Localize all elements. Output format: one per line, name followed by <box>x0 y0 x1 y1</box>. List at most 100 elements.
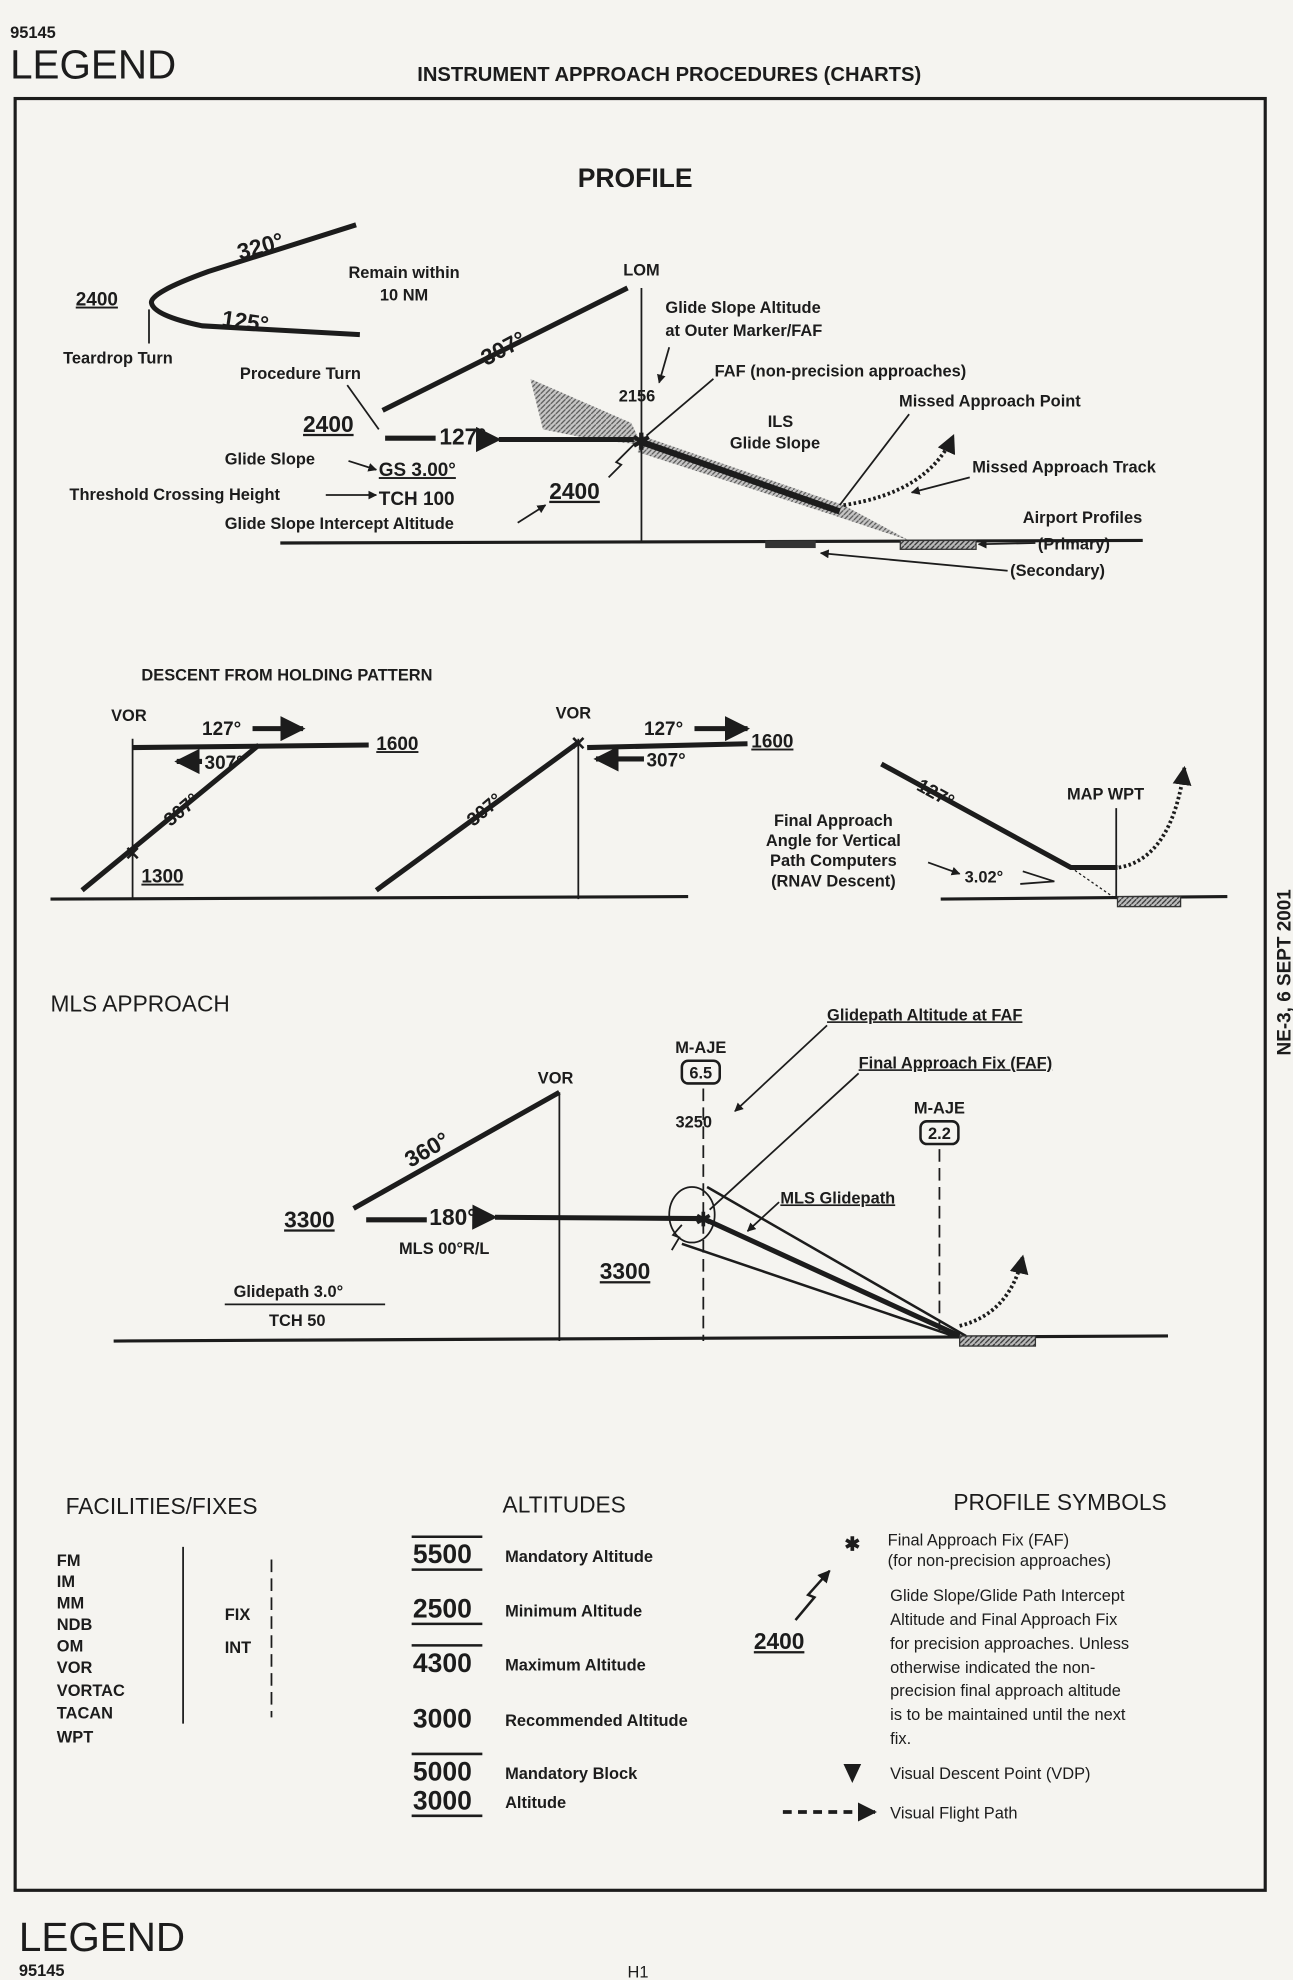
descent-angle: 3.02° <box>965 869 1004 887</box>
block-upper-value: 5000 <box>413 1756 472 1786</box>
primary-label: (Primary) <box>1038 535 1110 553</box>
facilities-fixes: FACILITIES/FIXES FM IM MM NDB OM VOR VOR… <box>57 1493 273 1747</box>
fix-altitude: 1300 <box>141 867 183 888</box>
vor-label: VOR <box>556 705 592 723</box>
facility-item: IM <box>57 1573 75 1591</box>
doc-number: 95145 <box>10 24 56 42</box>
remain-within-label: Remain within <box>348 264 459 282</box>
rnav-course: 127° <box>913 775 957 812</box>
mls-approach: VOR 360° 3300 180° MLS 00°R/L Glidepath … <box>113 1006 1169 1347</box>
gs-alt-label-2: at Outer Marker/FAF <box>665 322 822 340</box>
legend-title: LEGEND <box>10 41 176 87</box>
faf-asterisk-icon: ✱ <box>632 429 651 455</box>
gsia-label: Glide Slope Intercept Altitude <box>225 515 454 533</box>
procedure-turn: 307° LOM Procedure Turn 2400 127° 2156 ✱… <box>69 261 1156 580</box>
vor-label: VOR <box>538 1069 574 1087</box>
fix-label: FIX <box>225 1606 251 1624</box>
glidepath-angle: Glidepath 3.0° <box>234 1283 344 1301</box>
rnav-label-3: Path Computers <box>770 852 897 870</box>
maje-value-1: 6.5 <box>689 1064 712 1082</box>
intercept-desc-line: Altitude and Final Approach Fix <box>890 1611 1118 1629</box>
facilities-heading: FACILITIES/FIXES <box>66 1493 258 1519</box>
gs-alt-label-1: Glide Slope Altitude <box>665 299 820 317</box>
facility-item: VOR <box>57 1659 93 1677</box>
glidepath-altitude-faf-label: Glidepath Altitude at FAF <box>827 1006 1022 1024</box>
intercept-lightning-icon <box>607 443 635 478</box>
maximum-altitude-value: 4300 <box>413 1648 472 1678</box>
altitudes: ALTITUDES 5500 Mandatory Altitude 2500 M… <box>411 1492 688 1818</box>
intercept-desc-line: otherwise indicated the non- <box>890 1659 1095 1677</box>
legend-frame <box>13 96 1267 1892</box>
gs-altitude-value: 2156 <box>619 388 656 406</box>
mls-intercept-altitude: 3300 <box>600 1258 651 1284</box>
maje-value-2: 2.2 <box>928 1125 951 1143</box>
block-lower-value: 3000 <box>413 1785 472 1815</box>
vdp-label: Visual Descent Point (VDP) <box>890 1765 1090 1783</box>
vfp-label: Visual Flight Path <box>890 1804 1017 1822</box>
inbound-course: 307° <box>646 751 685 772</box>
facility-item: MM <box>57 1595 84 1613</box>
rnav-label-4: (RNAV Descent) <box>771 872 896 890</box>
pt-altitude: 2400 <box>303 411 354 437</box>
holding-middle: VOR ✕ 127° 1600 307° 307° <box>374 705 793 900</box>
gs-value: GS 3.00° <box>379 460 456 481</box>
intercept-desc-line: is to be maintained until the next <box>890 1706 1126 1724</box>
vor-label: VOR <box>111 707 147 725</box>
facility-item: VORTAC <box>57 1682 125 1700</box>
mls-glidepath-label: MLS Glidepath <box>780 1189 895 1207</box>
tch-value: TCH 100 <box>379 489 455 510</box>
facility-item: WPT <box>57 1729 93 1747</box>
gsia-value: 2400 <box>549 478 600 504</box>
side-note: NE-3, 6 SEPT 2001 <box>1274 889 1293 1055</box>
page-number: H1 <box>628 1963 649 1980</box>
faf-asterisk-icon: ✱ <box>844 1535 860 1556</box>
holding-altitude: 1600 <box>376 734 418 755</box>
holding-heading: DESCENT FROM HOLDING PATTERN <box>141 667 432 685</box>
minimum-altitude-value: 2500 <box>413 1594 472 1624</box>
holding-altitude: 1600 <box>751 732 793 753</box>
profile-heading: PROFILE <box>578 163 693 193</box>
intercept-desc-line: Glide Slope/Glide Path Intercept <box>890 1587 1125 1605</box>
block-label: Mandatory Block <box>505 1765 638 1783</box>
page-title: INSTRUMENT APPROACH PROCEDURES (CHARTS) <box>417 64 921 86</box>
facility-item: NDB <box>57 1616 93 1634</box>
recommended-altitude-label: Recommended Altitude <box>505 1712 688 1730</box>
ils-label: ILS <box>768 413 794 431</box>
map-wpt-label: MAP WPT <box>1067 785 1144 803</box>
profile-symbols-heading: PROFILE SYMBOLS <box>953 1489 1166 1515</box>
intercept-altitude-sample: 2400 <box>754 1628 805 1654</box>
outbound-course: 127° <box>202 719 241 740</box>
mls-faf-altitude: 3250 <box>676 1114 713 1132</box>
facility-item: FM <box>57 1552 81 1570</box>
mls-altitude: 3300 <box>284 1206 335 1232</box>
pt-outbound-course: 307° <box>476 326 530 371</box>
tch-label: Threshold Crossing Height <box>69 486 280 504</box>
maje-label-2: M-AJE <box>914 1100 965 1118</box>
holding-left: VOR 1600 127° 307° 307° ✕ 1300 <box>80 707 418 900</box>
remain-distance: 10 NM <box>380 287 428 305</box>
mls-tch: TCH 50 <box>269 1312 326 1330</box>
ils-glide-slope-label: Glide Slope <box>730 434 820 452</box>
intercept-desc-line: for precision approaches. Unless <box>890 1635 1129 1653</box>
teardrop-turn: 2400 320° 125° Remain within 10 NM Teard… <box>63 222 460 368</box>
mandatory-altitude-label: Mandatory Altitude <box>505 1548 653 1566</box>
mls-course: 180° <box>429 1204 476 1230</box>
rnav-label-1: Final Approach <box>774 812 893 830</box>
facility-item: OM <box>57 1638 83 1656</box>
missed-approach-point-label: Missed Approach Point <box>899 393 1081 411</box>
intercept-desc-line: fix. <box>890 1730 911 1748</box>
maximum-altitude-label: Maximum Altitude <box>505 1657 646 1675</box>
airport-profiles-label: Airport Profiles <box>1023 509 1142 527</box>
teardrop-altitude: 2400 <box>76 290 118 311</box>
mandatory-altitude-value: 5500 <box>413 1539 472 1569</box>
faf-asterisk-icon: ✱ <box>695 1210 711 1231</box>
recommended-altitude-value: 3000 <box>413 1703 472 1733</box>
vdp-icon <box>843 1764 862 1783</box>
block-label-2: Altitude <box>505 1794 566 1812</box>
teardrop-path <box>149 222 361 338</box>
intercept-lightning-icon <box>794 1569 831 1621</box>
holding-right: 127° MAP WPT Final Approach Angle for Ve… <box>766 761 1192 900</box>
footer-doc-number: 95145 <box>19 1962 65 1980</box>
mls-radial: MLS 00°R/L <box>399 1240 489 1258</box>
